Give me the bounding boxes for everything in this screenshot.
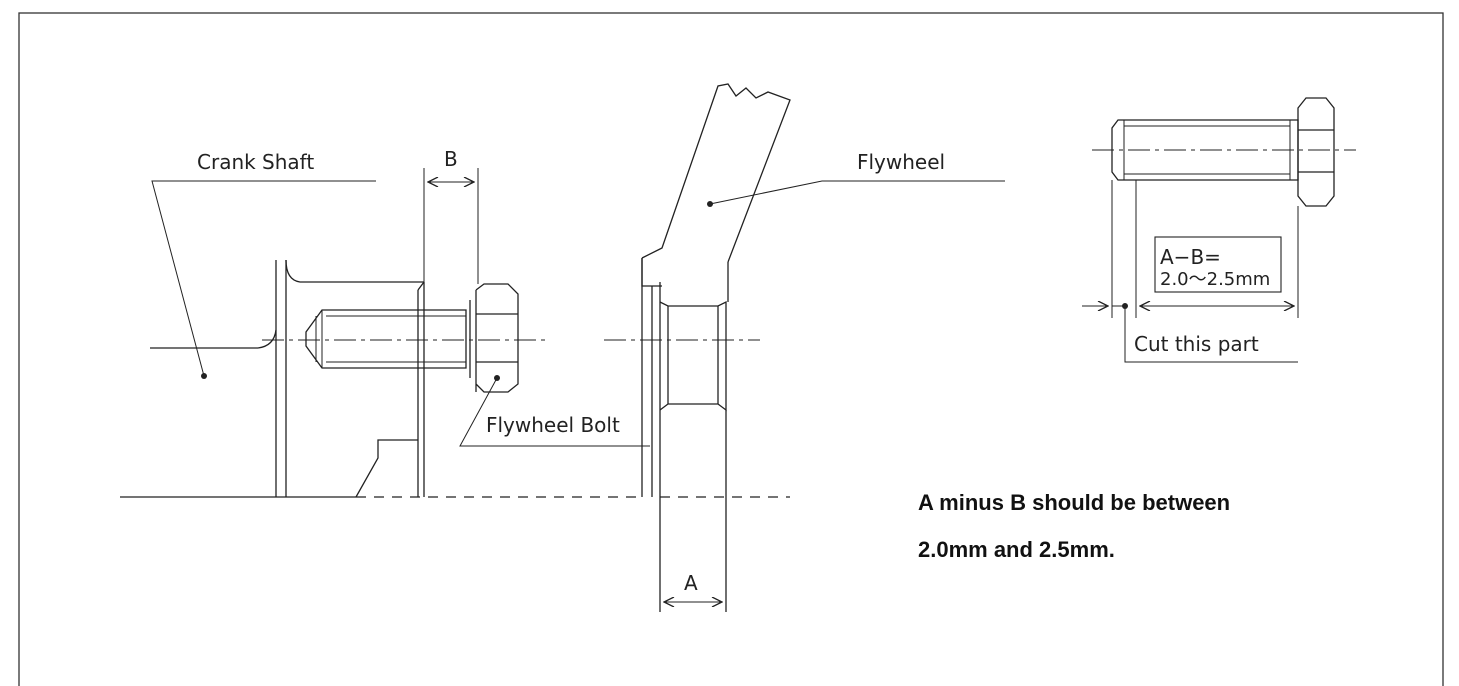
dimension-b	[423, 168, 479, 284]
flywheel-drawing	[604, 83, 1005, 612]
cut-this-part-label: Cut this part	[1134, 332, 1259, 356]
note-line1: A minus B should be between	[918, 490, 1230, 515]
flywheel-bolt-installed	[305, 283, 519, 393]
formula-line1: A−B=	[1160, 245, 1221, 269]
dimension-a-label: A	[684, 571, 698, 595]
flywheel-bolt-label: Flywheel Bolt	[486, 413, 620, 437]
flywheel-label: Flywheel	[857, 150, 945, 174]
formula-box	[1154, 236, 1282, 293]
crank-shaft-label: Crank Shaft	[197, 150, 314, 174]
page-frame	[18, 12, 1444, 686]
crank-shaft-leader	[151, 180, 376, 377]
formula-line2: 2.0〜2.5mm	[1160, 269, 1270, 290]
crank-shaft-drawing	[150, 259, 425, 498]
flywheel-bolt-leader	[459, 377, 650, 447]
bolt-detail-drawing	[1082, 97, 1356, 363]
dimension-b-label: B	[444, 147, 458, 171]
note-line2: 2.0mm and 2.5mm.	[918, 537, 1115, 562]
